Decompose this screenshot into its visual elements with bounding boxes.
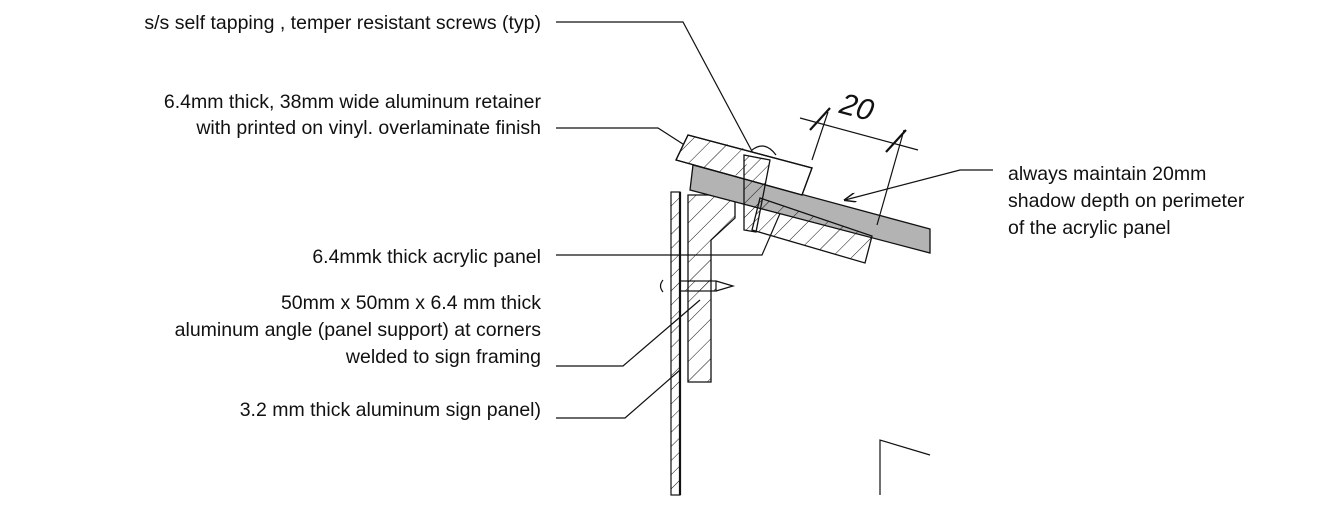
dim-ext-right [876, 129, 905, 226]
callout-shadow-line3: of the acrylic panel [1008, 217, 1171, 239]
top-screw [743, 145, 777, 233]
callout-angle-line2: aluminum angle (panel support) at corner… [175, 319, 542, 341]
dimension-value: 20 [835, 87, 877, 128]
callout-angle-line1: 50mm x 50mm x 6.4 mm thick [281, 292, 541, 314]
callout-shadow-line1: always maintain 20mm [1008, 163, 1206, 185]
leader-screws [556, 21, 763, 171]
leader-shadow [845, 169, 993, 200]
dim-line [799, 117, 919, 151]
dim-tick-left [809, 107, 831, 131]
leader-retainer [556, 127, 701, 156]
frame-corner [879, 439, 931, 495]
callout-angle-line3: welded to sign framing [345, 346, 541, 368]
dim-tick-right [885, 129, 907, 153]
callout-screws: s/s self tapping , temper resistant scre… [144, 12, 541, 34]
leader-lines [556, 21, 993, 419]
aluminum-sign-panel [670, 191, 682, 496]
side-screw [659, 279, 736, 293]
callout-shadow-line2: shadow depth on perimeter [1008, 190, 1245, 212]
callout-acrylic: 6.4mmk thick acrylic panel [312, 246, 541, 268]
dim-ext-left [811, 111, 829, 161]
callout-sign-panel: 3.2 mm thick aluminum sign panel) [240, 399, 541, 421]
callout-retainer-line2: with printed on vinyl. overlaminate fini… [195, 117, 541, 139]
callout-retainer-line1: 6.4mm thick, 38mm wide aluminum retainer [164, 91, 542, 113]
leader-sign-panel [556, 369, 681, 419]
sign-framing [879, 439, 931, 495]
